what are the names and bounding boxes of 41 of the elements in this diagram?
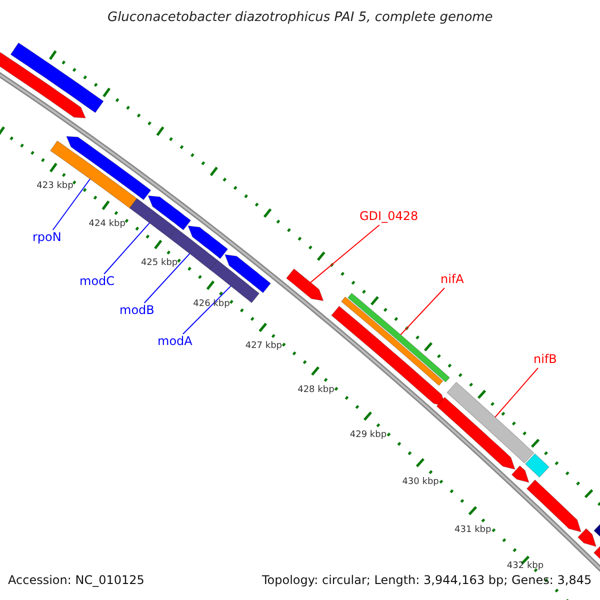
gene-bar	[286, 268, 324, 302]
scale-label: 423 kbp	[36, 180, 74, 192]
leader-line	[494, 368, 538, 418]
scale-label: 425 kbp	[140, 258, 178, 269]
gene-bar	[148, 195, 192, 230]
scale-label: 432 kbp	[506, 561, 544, 572]
gene-label: GDI_0428	[360, 210, 418, 224]
scale-label: 429 kbp	[350, 430, 387, 441]
gene-bar	[511, 465, 530, 483]
genome-info-text: Topology: circular; Length: 3,944,163 bp; Genes: 3,845	[262, 574, 592, 588]
scale-label: 426 kbp	[193, 299, 230, 310]
gene-bar	[526, 479, 582, 532]
gene-label: nifA	[440, 273, 464, 287]
scale-label: 428 kbp	[298, 385, 334, 396]
gene-bar	[340, 296, 444, 386]
gene-bar	[10, 42, 104, 114]
accession-text: Accession: NC_010125	[8, 574, 144, 588]
scale-label: 431 kbp	[454, 525, 492, 536]
gene-label: rpoN	[32, 231, 62, 245]
gene-bar	[129, 198, 178, 238]
gene-bar	[0, 52, 86, 118]
gene-label: modC	[80, 275, 115, 289]
leader-line	[104, 222, 150, 274]
scale-label: 430 kbp	[402, 476, 439, 488]
leader-line	[310, 224, 380, 283]
map-title: Gluconacetobacter diazotrophicus PAI 5, complete genome	[108, 10, 493, 26]
gene-bar	[347, 292, 450, 382]
gene-bar	[446, 382, 534, 464]
gene-bar	[224, 254, 272, 294]
scale-label: 427 kbp	[245, 341, 282, 352]
gene-bar	[436, 396, 516, 470]
gene-label: modA	[158, 335, 192, 349]
gene-bar	[577, 528, 597, 547]
leader-line	[182, 286, 232, 334]
gene-bar	[188, 226, 228, 260]
gene-label: nifB	[534, 353, 557, 367]
gene-bar	[524, 453, 550, 478]
gene-label: modB	[120, 304, 154, 318]
leader-line	[400, 288, 445, 336]
scale-label: 424 kbp	[88, 218, 126, 230]
leader-line	[52, 178, 91, 230]
